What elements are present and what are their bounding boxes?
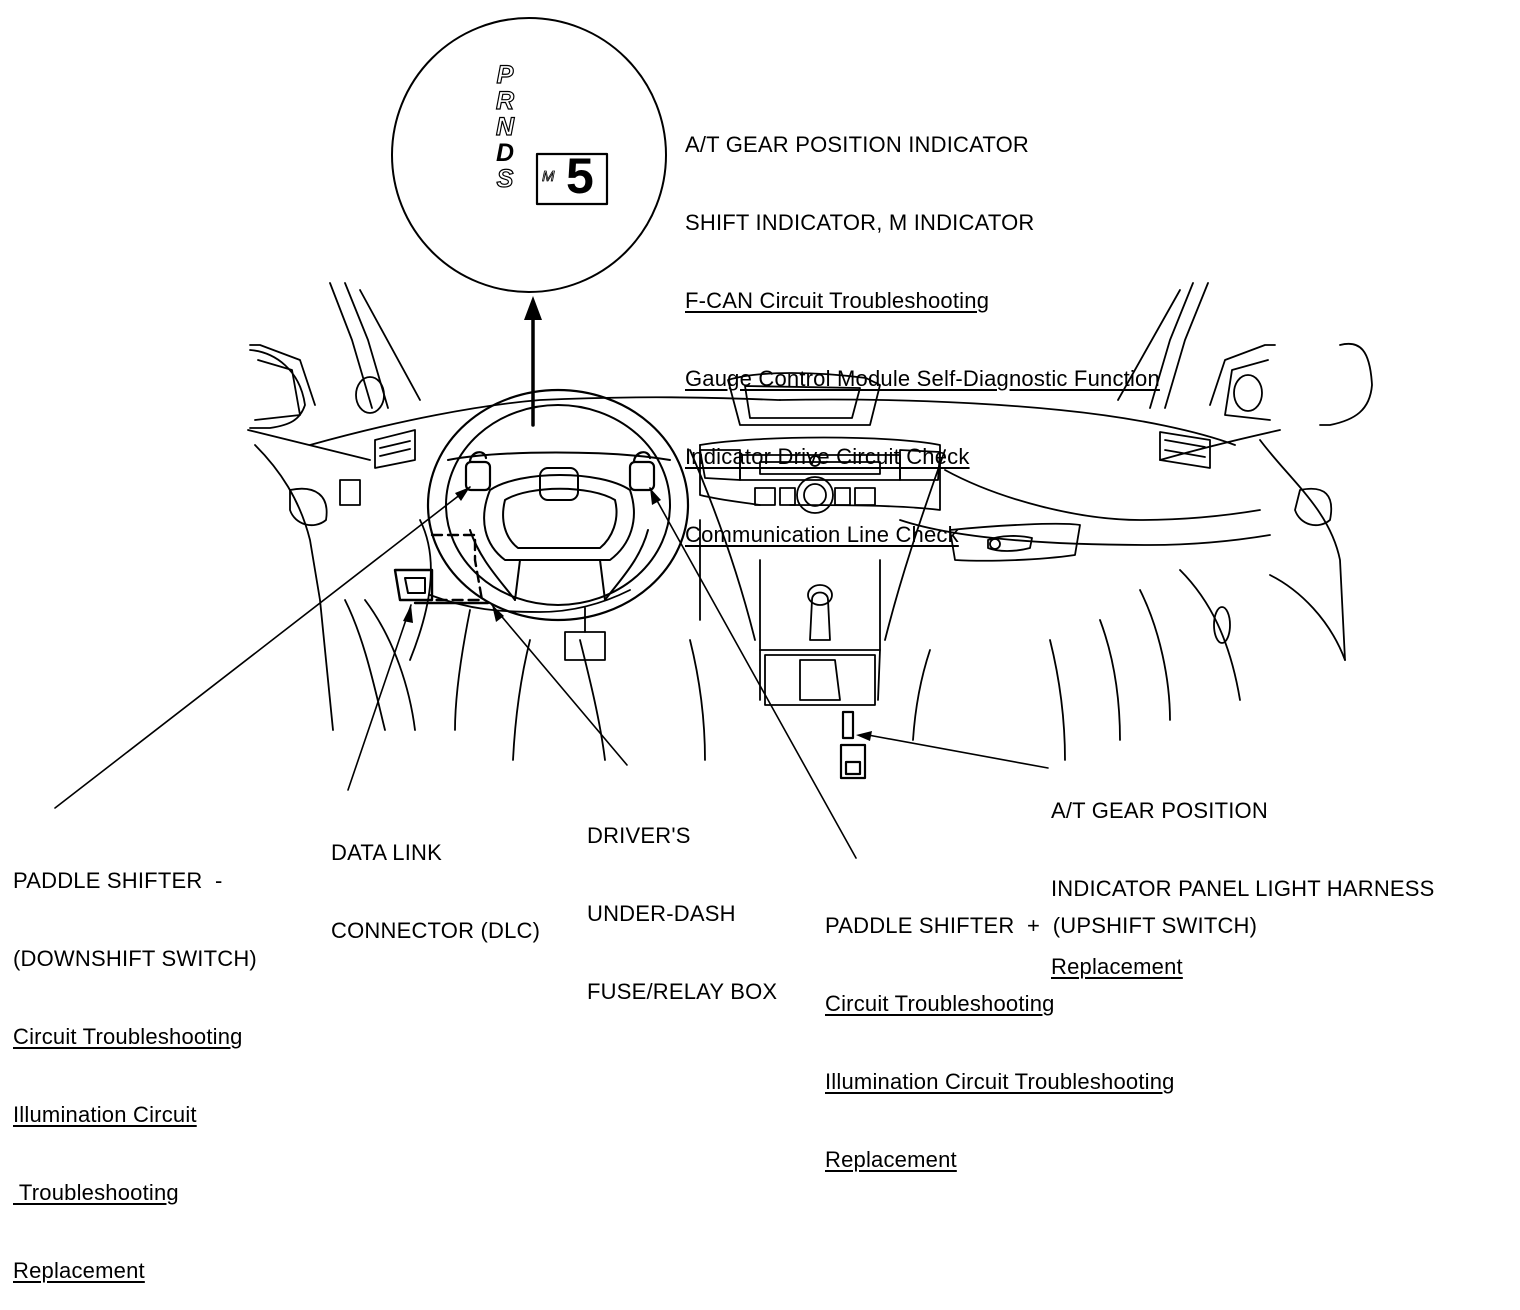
gauge-self-diagnostic-link[interactable]: Gauge Control Module Self-Diagnostic Fun… — [685, 366, 1160, 391]
dashboard-outline — [247, 282, 1373, 761]
gear-letter-d: D — [495, 139, 515, 167]
fuse-box-heading-3: FUSE/RELAY BOX — [587, 979, 778, 1004]
panel-light-harness-callout: A/T GEAR POSITION INDICATOR PANEL LIGHT … — [1051, 746, 1435, 1006]
dashboard-diagram — [54, 17, 1373, 859]
downshift-heading-2: (DOWNSHIFT SWITCH) — [13, 946, 257, 971]
gear-indicator-heading-1: A/T GEAR POSITION INDICATOR — [685, 132, 1030, 157]
dlc-heading-2: CONNECTOR (DLC) — [331, 918, 541, 943]
leader-lines — [54, 486, 1049, 859]
upshift-circuit-link[interactable]: Circuit Troubleshooting — [825, 991, 1055, 1016]
leader-arrowheads — [403, 487, 872, 741]
steering-emblem-icon — [539, 467, 579, 501]
fcan-troubleshooting-link[interactable]: F-CAN Circuit Troubleshooting — [685, 288, 990, 313]
dlc-connector-icon — [393, 568, 434, 602]
downshift-illumination-link[interactable]: Illumination Circuit — [13, 1102, 197, 1127]
communication-line-check-link[interactable]: Communication Line Check — [685, 522, 959, 547]
harness-replacement-link[interactable]: Replacement — [1051, 954, 1183, 979]
upshift-replacement-link[interactable]: Replacement — [825, 1147, 957, 1172]
upshift-callout: PADDLE SHIFTER + (UPSHIFT SWITCH) Circui… — [825, 861, 1257, 1199]
m-indicator-display-icon — [535, 152, 609, 206]
m-indicator-label: M — [542, 168, 555, 186]
dlc-callout: DATA LINK CONNECTOR (DLC) — [331, 788, 540, 970]
downshift-illumination-link-cont[interactable]: Troubleshooting — [13, 1180, 179, 1205]
downshift-heading-1: PADDLE SHIFTER - — [13, 868, 223, 893]
upshift-heading-1: PADDLE SHIFTER + (UPSHIFT SWITCH) — [825, 913, 1258, 938]
panel-light-harness — [839, 710, 867, 780]
downshift-callout: PADDLE SHIFTER - (DOWNSHIFT SWITCH) Circ… — [13, 816, 257, 1310]
gear-letter-s: S — [496, 165, 514, 193]
gear-indicator-zoom-inset — [391, 17, 667, 293]
fuse-box-heading-1: DRIVER'S — [587, 823, 691, 848]
harness-heading-2: INDICATOR PANEL LIGHT HARNESS — [1051, 876, 1435, 901]
downshift-circuit-link[interactable]: Circuit Troubleshooting — [13, 1024, 243, 1049]
indicator-drive-circuit-link[interactable]: Indicator Drive Circuit Check — [685, 444, 970, 469]
paddle-shifters — [464, 451, 656, 492]
gear-digit: 5 — [566, 148, 594, 204]
harness-heading-1: A/T GEAR POSITION — [1051, 798, 1268, 823]
gear-letter-n: N — [495, 113, 515, 141]
steering-wheel — [426, 388, 690, 622]
gear-letter-p: P — [496, 61, 514, 89]
gear-letters: P R N D S — [488, 61, 522, 193]
under-dash-components — [393, 533, 490, 605]
downshift-paddle-icon — [464, 460, 492, 492]
gear-letter-r: R — [495, 87, 515, 115]
gear-indicator-heading-2: SHIFT INDICATOR, M INDICATOR — [685, 210, 1035, 235]
harness-connector-icon — [841, 710, 855, 740]
fuse-box-callout: DRIVER'S UNDER-DASH FUSE/RELAY BOX — [587, 771, 777, 1031]
gear-indicator-callout: A/T GEAR POSITION INDICATOR SHIFT INDICA… — [685, 80, 1160, 574]
upshift-paddle-icon — [628, 460, 656, 492]
indicator-panel-icon — [839, 743, 867, 780]
fuse-box-heading-2: UNDER-DASH — [587, 901, 736, 926]
dlc-heading-1: DATA LINK — [331, 840, 443, 865]
downshift-replacement-link[interactable]: Replacement — [13, 1258, 145, 1283]
upshift-illumination-link[interactable]: Illumination Circuit Troubleshooting — [825, 1069, 1175, 1094]
